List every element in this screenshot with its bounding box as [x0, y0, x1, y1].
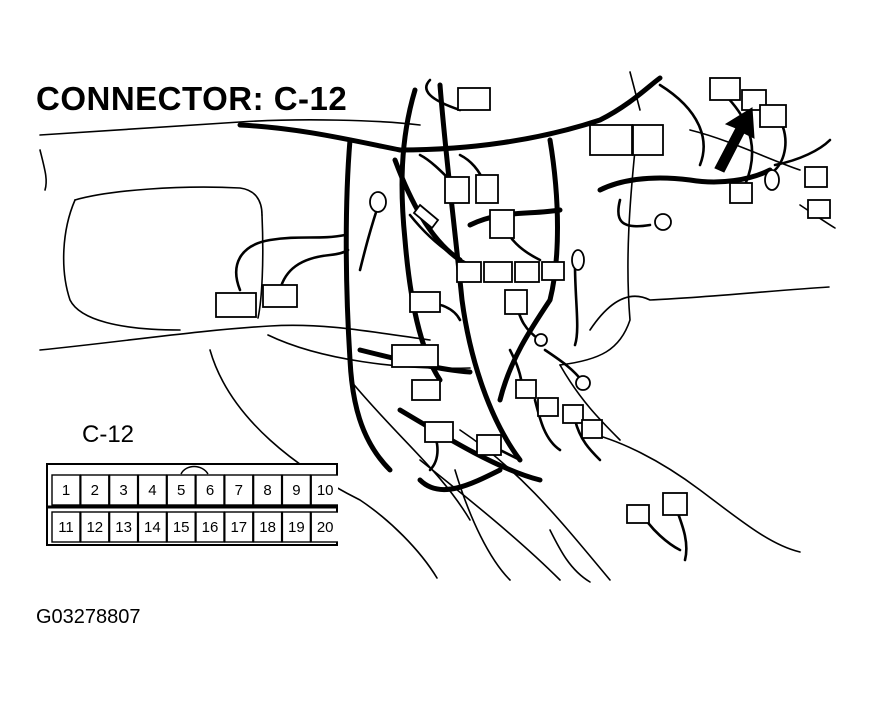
connector-label: C-12: [82, 421, 135, 448]
connector-icon: [411, 379, 441, 401]
ground-terminal-icon: [764, 169, 780, 191]
ground-terminal-icon: [654, 213, 672, 231]
pin-number: 6: [206, 482, 214, 499]
connector-icon: [391, 344, 439, 368]
connector-icon: [504, 289, 528, 315]
pin-cell: [51, 474, 81, 506]
ground-terminal-icon: [534, 333, 548, 347]
connector-icon: [409, 291, 441, 313]
dashboard-outline: [39, 71, 836, 583]
figure-id: G03278807: [36, 606, 141, 628]
connector-icon: [537, 397, 559, 417]
pin-cell: [108, 474, 139, 506]
connector-icon: [759, 104, 787, 128]
connector-icon: [562, 404, 584, 424]
connector-latch: [180, 465, 209, 475]
connector-icon: [541, 261, 565, 281]
connector-icon: [581, 419, 603, 439]
pin-cell: [195, 511, 225, 543]
connector-icon: [456, 261, 482, 283]
connector-icon: [475, 174, 499, 204]
connectors: [215, 77, 831, 524]
pin-cell: [80, 474, 110, 506]
connector-icon: [729, 182, 753, 204]
page-title: CONNECTOR: C-12: [36, 80, 348, 117]
connector-icon: [444, 176, 470, 204]
pin-number: 8: [263, 482, 271, 499]
pin-number: 9: [292, 482, 300, 499]
ground-terminal-icon: [571, 249, 585, 271]
pin-number: 19: [288, 519, 305, 536]
pin-cell: [310, 511, 338, 543]
pin-number: 1: [62, 482, 70, 499]
pin-number: 13: [115, 519, 132, 536]
connector-icon: [262, 284, 298, 308]
locator-arrow-icon: [714, 107, 755, 173]
pin-number: 7: [235, 482, 243, 499]
pin-number: 12: [86, 519, 103, 536]
connector-icon: [632, 124, 664, 156]
pin-number: 16: [202, 519, 219, 536]
pin-cell: [281, 511, 312, 543]
connector-icon: [709, 77, 741, 101]
connector-icon: [589, 124, 633, 156]
pin-cell: [310, 474, 338, 506]
pin-cell: [252, 474, 283, 506]
connector-icon: [215, 292, 257, 318]
pin-cell: [195, 474, 225, 506]
connector-icon: [483, 261, 513, 283]
pin-cell: [224, 511, 254, 543]
pin-cell: [108, 511, 139, 543]
connector-icon: [424, 421, 454, 443]
pin-cell: [281, 474, 312, 506]
ground-terminal-icon: [575, 375, 591, 391]
connector-icon: [412, 203, 440, 230]
pin-number: 15: [173, 519, 190, 536]
connector-icon: [804, 166, 828, 188]
pin-number: 11: [58, 519, 74, 536]
pin-cell: [166, 511, 196, 543]
ground-terminals: [369, 169, 780, 391]
main-harness: [237, 75, 773, 492]
pin-cell: [137, 474, 168, 506]
connector-icon: [489, 209, 515, 239]
pin-number: 17: [230, 519, 247, 536]
ground-terminal-icon: [369, 191, 387, 213]
pin-number: 2: [91, 482, 99, 499]
connector-icon: [457, 87, 491, 111]
pin-cell: [80, 511, 110, 543]
pin-number: 3: [119, 482, 127, 499]
connector-icon: [626, 504, 650, 524]
pin-cell: [166, 474, 196, 506]
connector-icon: [514, 261, 540, 283]
pin-number: 14: [144, 519, 161, 536]
connector-icon: [807, 199, 831, 219]
pin-number: 5: [177, 482, 185, 499]
connector-icon: [515, 379, 537, 399]
connector-icon: [662, 492, 688, 516]
pin-cell: [51, 511, 81, 543]
pin-number: 10: [317, 482, 334, 499]
pin-number: 18: [259, 519, 276, 536]
pin-number: 4: [148, 482, 156, 499]
pin-number: 20: [317, 519, 334, 536]
pin-cell: [137, 511, 168, 543]
pin-cell: [252, 511, 283, 543]
pin-cell: [224, 474, 254, 506]
connector-icon: [476, 434, 502, 456]
